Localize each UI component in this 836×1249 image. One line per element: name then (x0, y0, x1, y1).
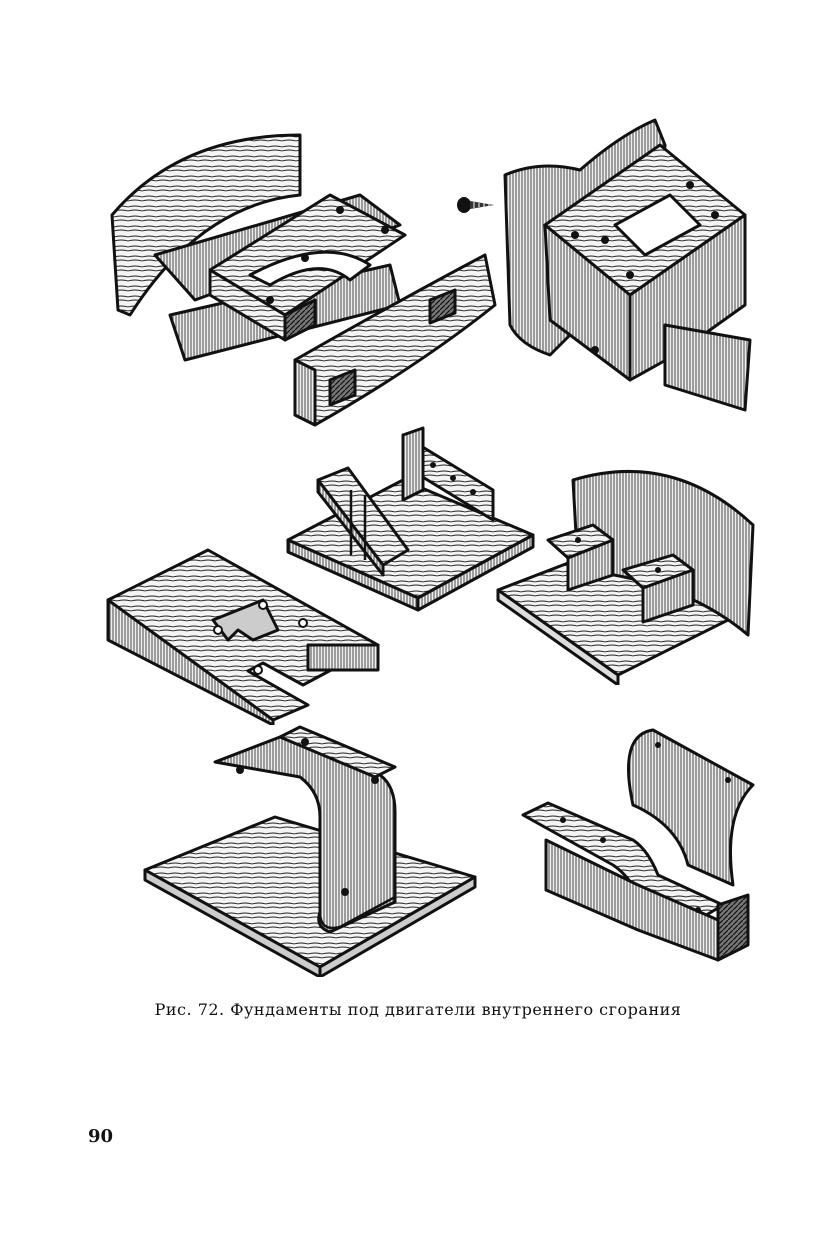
foundation-wall-bracket-illustration (503, 118, 752, 412)
foundation-u-channel-plate-illustration (143, 725, 477, 977)
screw-icon (457, 197, 494, 213)
foundation-slotted-block-illustration (106, 548, 380, 725)
foundation-plate-uprights-illustration (286, 426, 535, 612)
page-number: 90 (88, 1126, 114, 1147)
foundation-curved-saddle-illustration (521, 728, 755, 962)
figure-caption: Рис. 72. Фундаменты под двигатели внутре… (154, 1000, 682, 1019)
foundation-curved-frame-illustration (110, 133, 497, 427)
foundation-curved-back-plate-illustration (496, 469, 755, 685)
